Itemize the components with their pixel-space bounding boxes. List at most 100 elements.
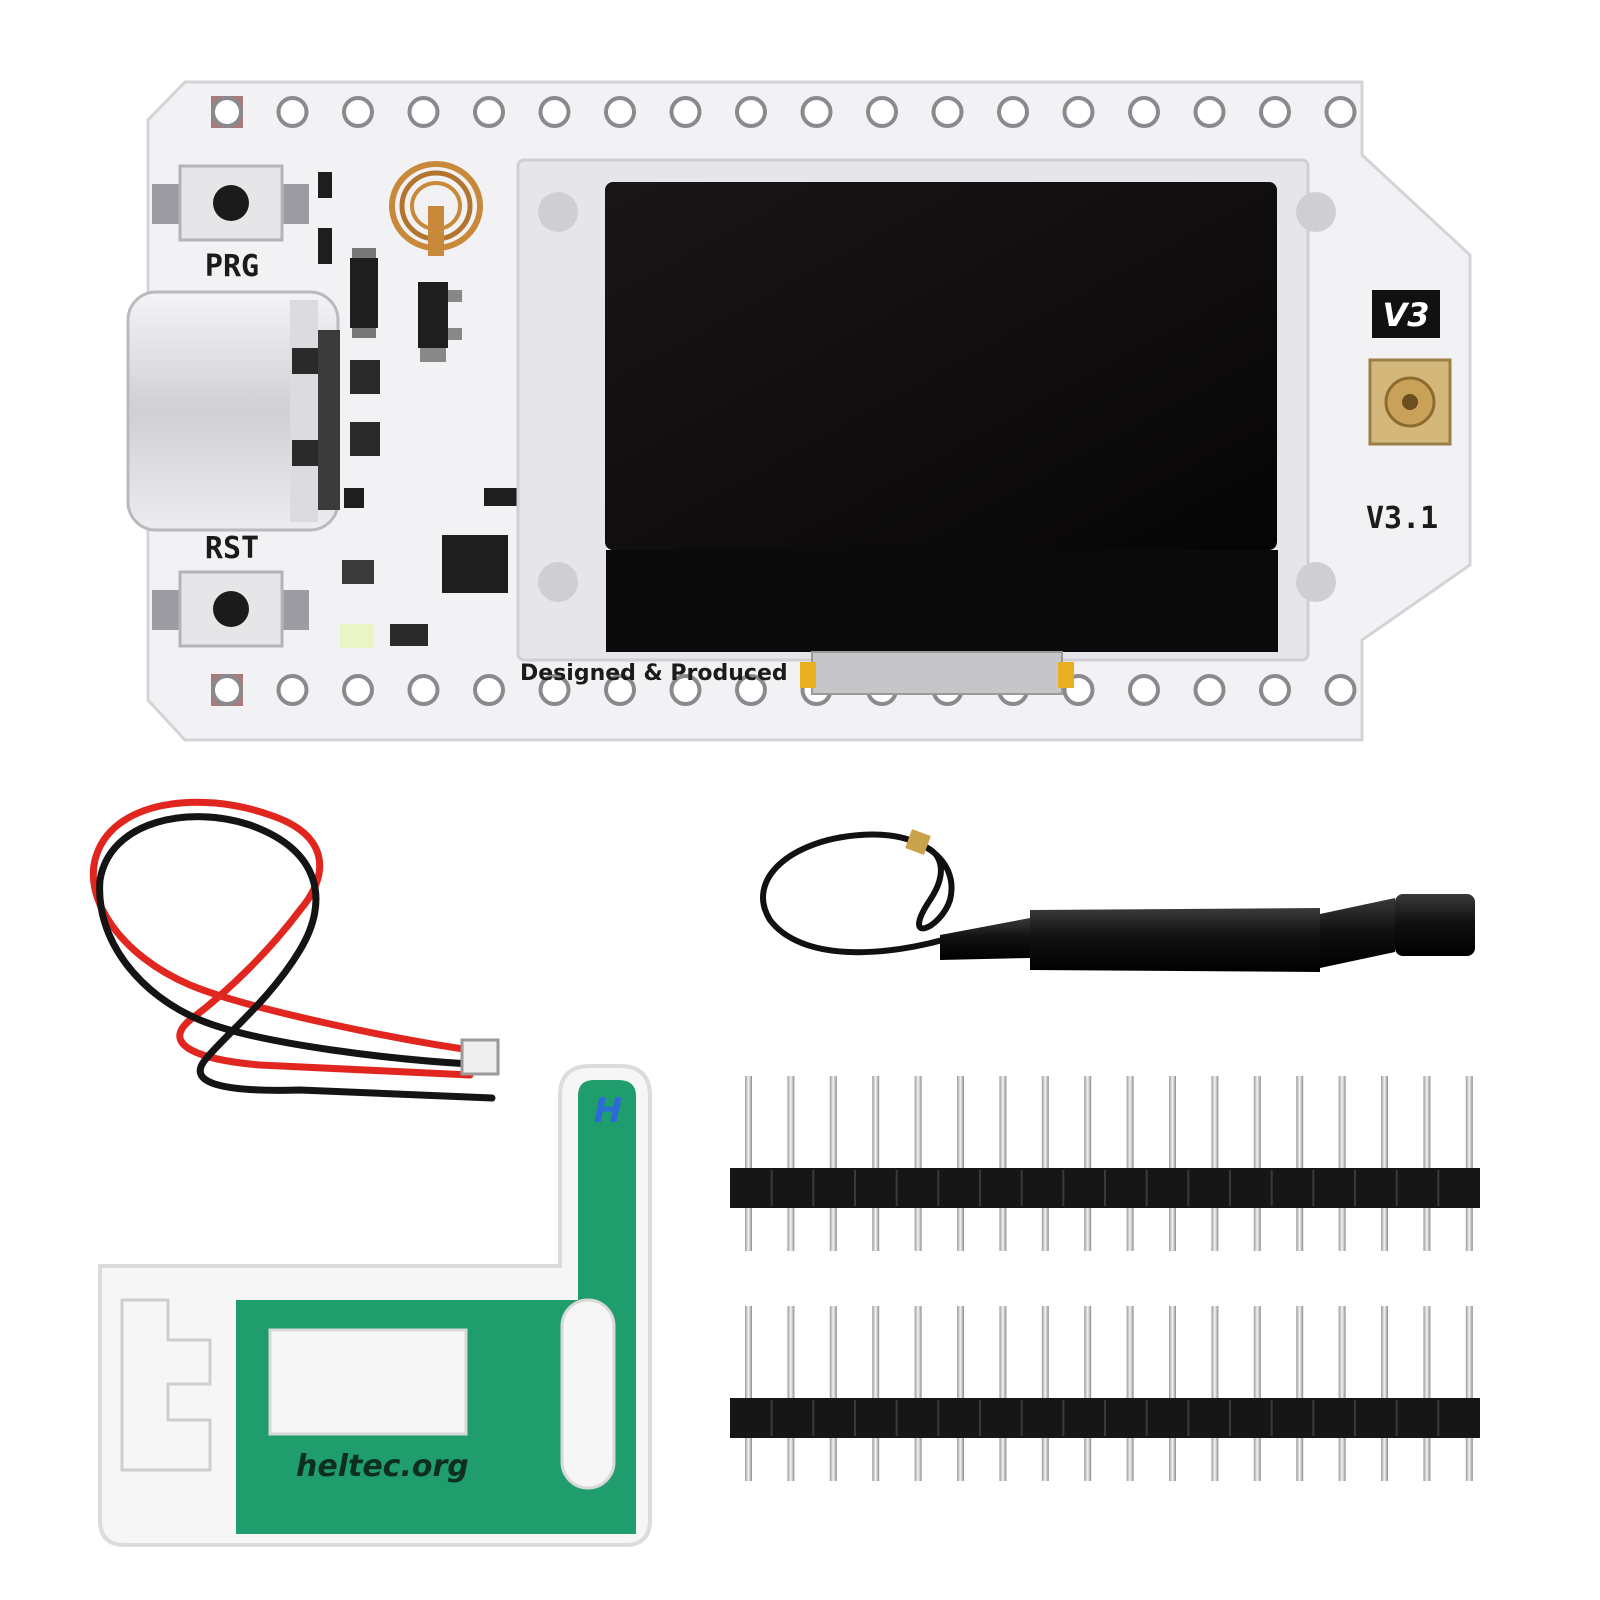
header-divider — [1145, 1400, 1148, 1436]
version-badge: V3 — [1372, 290, 1440, 338]
prg-label: PRG — [205, 249, 259, 284]
header-hole — [407, 96, 440, 128]
svg-text:V3: V3 — [1382, 296, 1429, 334]
header-divider — [770, 1170, 773, 1206]
header-divider — [1354, 1170, 1356, 1206]
prg-button[interactable] — [152, 164, 309, 242]
header-hole — [1324, 674, 1357, 706]
header-divider — [1020, 1400, 1023, 1436]
header-hole — [669, 96, 702, 128]
header-divider — [1104, 1170, 1106, 1206]
ufl-connector — [1368, 358, 1452, 446]
header-divider — [812, 1170, 815, 1206]
header-pin — [1211, 1076, 1219, 1251]
header-pin — [745, 1076, 752, 1251]
header-pin — [829, 1306, 837, 1481]
header-pin — [1338, 1306, 1346, 1481]
rst-label: RST — [205, 531, 259, 566]
header-hole — [211, 674, 243, 706]
header-pin — [1381, 1076, 1388, 1251]
header-pin — [1423, 1306, 1431, 1481]
header-divider — [1187, 1170, 1190, 1206]
header-divider — [937, 1400, 940, 1436]
pin-header-row-1 — [730, 1076, 1480, 1251]
header-divider — [854, 1400, 856, 1436]
header-hole — [931, 96, 964, 128]
header-pin — [999, 1076, 1007, 1251]
header-hole — [276, 96, 309, 128]
header-hole — [1128, 674, 1160, 706]
header-pin — [914, 1306, 922, 1481]
header-pin — [872, 1306, 880, 1481]
header-hole — [866, 96, 898, 128]
header-hole — [735, 96, 767, 128]
header-hole — [1062, 96, 1095, 128]
header-pin — [1253, 1306, 1261, 1481]
header-divider — [979, 1400, 981, 1436]
header-divider — [1145, 1170, 1148, 1206]
header-pin — [1126, 1306, 1134, 1481]
header-hole — [997, 96, 1029, 128]
header-divider — [1270, 1170, 1273, 1206]
header-pin — [1296, 1306, 1304, 1481]
header-divider — [1229, 1170, 1231, 1206]
header-hole — [1259, 96, 1291, 128]
header-hole — [604, 96, 636, 128]
header-pin — [1084, 1306, 1092, 1481]
header-pin — [787, 1306, 795, 1481]
header-pin — [957, 1306, 964, 1481]
usb-c-port — [126, 290, 340, 532]
header-hole — [1324, 96, 1357, 128]
header-hole — [604, 674, 636, 706]
header-pin — [1041, 1076, 1049, 1251]
header-pin — [1423, 1076, 1431, 1251]
header-pin — [745, 1306, 752, 1481]
header-pin — [999, 1306, 1007, 1481]
header-hole — [800, 96, 833, 128]
header-hole — [473, 674, 505, 706]
header-pin — [1253, 1076, 1261, 1251]
header-hole — [1193, 674, 1226, 706]
header-pin — [1084, 1076, 1092, 1251]
header-hole — [1193, 96, 1226, 128]
header-pin — [1169, 1076, 1176, 1251]
header-divider — [1437, 1170, 1440, 1206]
header-hole — [342, 674, 374, 706]
header-pin — [1465, 1306, 1473, 1481]
header-hole — [538, 96, 571, 128]
header-pin — [1211, 1306, 1219, 1481]
header-pin — [1126, 1076, 1134, 1251]
header-pin — [829, 1076, 837, 1251]
lora-antenna — [760, 829, 1475, 972]
pin-header-row-2 — [730, 1306, 1480, 1481]
header-divider — [1270, 1400, 1273, 1436]
dev-board: PRG RST — [126, 80, 1472, 742]
header-hole — [342, 96, 374, 128]
header-divider — [770, 1400, 773, 1436]
header-pin — [957, 1076, 964, 1251]
header-hole — [1128, 96, 1160, 128]
header-divider — [1229, 1400, 1231, 1436]
battery-cable — [89, 798, 500, 1102]
header-divider — [854, 1170, 856, 1206]
header-holes-top — [211, 96, 1357, 128]
header-divider — [1354, 1400, 1356, 1436]
header-hole — [735, 674, 767, 706]
header-pin — [1465, 1076, 1473, 1251]
header-divider — [895, 1400, 898, 1436]
rst-button[interactable] — [152, 570, 309, 648]
header-hole — [407, 674, 440, 706]
case-logo: H — [594, 1091, 622, 1131]
header-pin — [1169, 1306, 1176, 1481]
header-divider — [1437, 1400, 1440, 1436]
header-divider — [1312, 1170, 1315, 1206]
credit-text: Designed & Produced — [520, 661, 788, 686]
header-divider — [1312, 1400, 1315, 1436]
header-hole — [1259, 674, 1291, 706]
header-hole — [538, 674, 571, 706]
version-text: V3.1 — [1366, 501, 1438, 536]
header-divider — [895, 1170, 898, 1206]
header-pin — [1381, 1306, 1388, 1481]
programming-case: H heltec.org — [98, 1064, 652, 1547]
